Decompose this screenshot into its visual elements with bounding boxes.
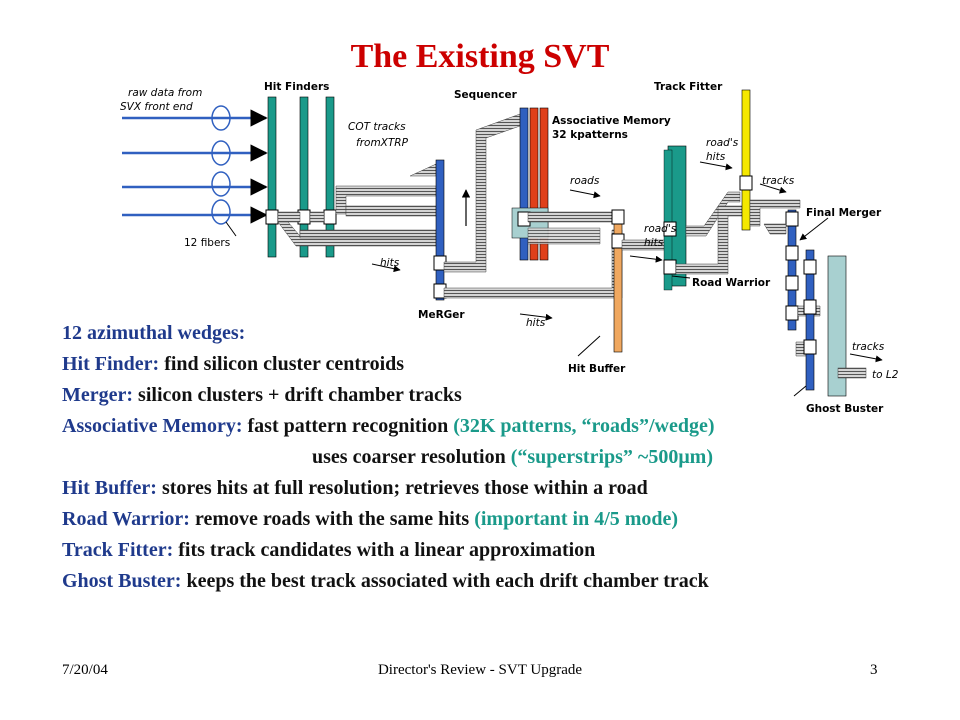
label-am-2: 32 kpatterns [552, 129, 628, 141]
ghost-buster-board [803, 249, 867, 397]
description-line: Hit Finder: find silicon cluster centroi… [62, 349, 952, 380]
input-fibers [122, 105, 268, 237]
description-term: Hit Finder: [62, 353, 165, 375]
description-text: fits track candidates with a linear appr… [178, 539, 596, 561]
label-merger: MeRGer [418, 309, 465, 321]
description-line: Merger: silicon clusters + drift chamber… [62, 380, 952, 411]
description-term: Ghost Buster: [62, 570, 187, 592]
description-term: Hit Buffer: [62, 477, 162, 499]
description-text: keeps the best track associated with eac… [186, 570, 709, 592]
label-raw-data-2: SVX front end [120, 101, 193, 113]
track-fitter-board [739, 89, 801, 231]
description-line: Associative Memory: fast pattern recogni… [62, 411, 952, 442]
label-roads: roads [570, 175, 600, 187]
description-note: (32K patterns, “roads”/wedge) [453, 415, 715, 437]
description-line: 12 azimuthal wedges: [62, 318, 952, 349]
description-text: silicon clusters + drift chamber tracks [138, 384, 462, 406]
description-term: Track Fitter: [62, 539, 179, 561]
description-term: 12 azimuthal wedges: [62, 322, 246, 344]
label-roads-hits-1b: hits [644, 237, 664, 249]
svt-block-diagram: raw data from SVX front end 12 fibers Hi… [120, 81, 899, 415]
sequencer-am-boards [511, 107, 617, 261]
label-hits-b: hits [526, 317, 546, 329]
label-hit-buffer: Hit Buffer [568, 363, 626, 375]
flow-arrows [371, 161, 883, 397]
label-hits-a: hits [380, 257, 400, 269]
description-line: Road Warrior: remove roads with the same… [62, 504, 952, 535]
label-raw-data-1: raw data from [128, 87, 202, 99]
footer-date: 7/20/04 [62, 662, 108, 678]
description-note: (important in 4/5 mode) [474, 508, 679, 530]
description-line: Hit Buffer: stores hits at full resoluti… [62, 473, 952, 504]
label-cot-1: COT tracks [348, 121, 406, 133]
label-tracks-b: tracks [852, 341, 885, 353]
footer-page-number: 3 [870, 662, 878, 678]
slide-title: The Existing SVT [350, 38, 610, 75]
footer-center: Director's Review - SVT Upgrade [377, 662, 583, 678]
description-text: remove roads with the same hits [194, 508, 475, 530]
description-note: (“superstrips” ~500μm) [510, 446, 713, 468]
label-track-fitter: Track Fitter [654, 81, 723, 93]
hit-buffer-board [611, 209, 669, 353]
label-final-merger: Final Merger [806, 207, 882, 219]
description-text: find silicon cluster centroids [164, 353, 405, 375]
description-term: Road Warrior: [62, 508, 195, 530]
description-list: 12 azimuthal wedges: Hit Finder: find sil… [62, 318, 952, 597]
description-term: Merger: [62, 384, 139, 406]
hit-finder-boards [265, 96, 337, 258]
label-am-1: Associative Memory [552, 115, 671, 127]
label-to-l2: to L2 [872, 369, 899, 381]
description-text: uses coarser resolution [312, 446, 511, 468]
label-road-warrior: Road Warrior [692, 277, 771, 289]
label-fibers: 12 fibers [184, 237, 230, 249]
description-term: Associative Memory: [62, 415, 248, 437]
label-sequencer: Sequencer [454, 89, 518, 101]
description-text: stores hits at full resolution; retrieve… [161, 477, 648, 499]
label-roads-hits-2a: road's [706, 137, 739, 149]
merger-board [433, 113, 623, 301]
description-text: fast pattern recognition [247, 415, 454, 437]
description-line: Ghost Buster: keeps the best track assoc… [62, 566, 952, 597]
label-hit-finders: Hit Finders [264, 81, 329, 93]
description-line: uses coarser resolution (“superstrips” ~… [62, 442, 952, 473]
label-ghost-buster: Ghost Buster [806, 403, 884, 415]
label-cot-2: fromXTRP [356, 137, 409, 149]
description-line: Track Fitter: fits track candidates with… [62, 535, 952, 566]
label-roads-hits-2b: hits [706, 151, 726, 163]
label-tracks-a: tracks [762, 175, 795, 187]
label-roads-hits-1a: road's [644, 223, 677, 235]
